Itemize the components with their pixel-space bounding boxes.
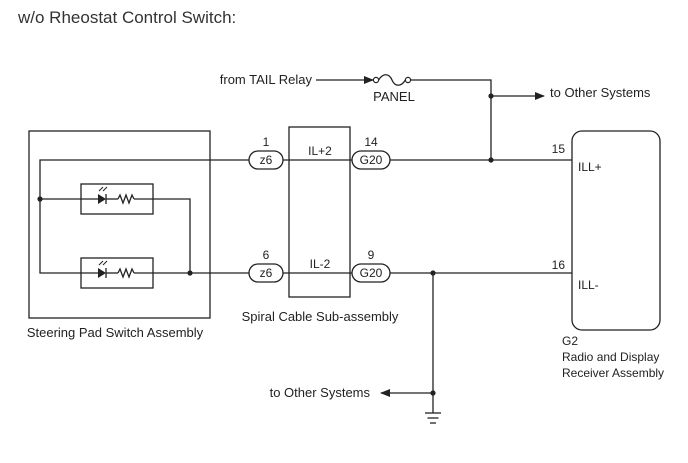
receiver-name-line2: Receiver Assembly [562, 366, 664, 380]
diagram-title: w/o Rheostat Control Switch: [18, 8, 237, 27]
connector-z6-top-label: z6 [260, 153, 273, 167]
connector-g20-top-label: G20 [360, 153, 383, 167]
fuse-panel-label: PANEL [373, 89, 415, 104]
steering-pad-switch-label: Steering Pad Switch Assembly [27, 325, 204, 340]
pin-9-label: 9 [368, 248, 375, 262]
wire-fuse-to-junction [410, 79, 492, 160]
from-tail-relay-label: from TAIL Relay [220, 72, 313, 87]
receiver-name-line1: Radio and Display [562, 350, 659, 364]
connector-g20-bottom-label: G20 [360, 266, 383, 280]
spiral-cable-box [288, 126, 351, 298]
junction-dot [37, 196, 43, 202]
illumination-led-resistor-upper [80, 183, 154, 215]
signal-label-il-plus-2: IL+2 [308, 144, 332, 158]
steering-pad-switch-box [28, 130, 211, 319]
pin-15-label: 15 [552, 142, 566, 156]
junction-dot [187, 270, 193, 276]
fuse-icon [372, 74, 412, 86]
pin-16-label: 16 [552, 258, 566, 272]
connector-z6-top [248, 150, 284, 170]
junction-dot [488, 93, 494, 99]
steering-internal-wire-right [153, 198, 191, 273]
receiver-box [571, 130, 661, 331]
pin-1-label: 1 [263, 135, 270, 149]
ground-icon [425, 412, 441, 424]
to-other-systems-bottom-label: to Other Systems [270, 385, 371, 400]
receiver-code-label: G2 [562, 334, 578, 348]
spiral-cable-label: Spiral Cable Sub-assembly [242, 309, 399, 324]
ill-plus-label: ILL+ [578, 160, 602, 174]
ill-minus-label: ILL- [578, 278, 599, 292]
connector-z6-bottom [248, 263, 284, 283]
to-other-systems-top-label: to Other Systems [550, 85, 651, 100]
pin-14-label: 14 [364, 135, 378, 149]
illumination-led-resistor-lower [80, 257, 154, 289]
steering-internal-wire-outer [39, 159, 249, 274]
connector-z6-bottom-label: z6 [260, 266, 273, 280]
pin-6-label: 6 [263, 248, 270, 262]
signal-label-il-minus-2: IL-2 [310, 257, 331, 271]
